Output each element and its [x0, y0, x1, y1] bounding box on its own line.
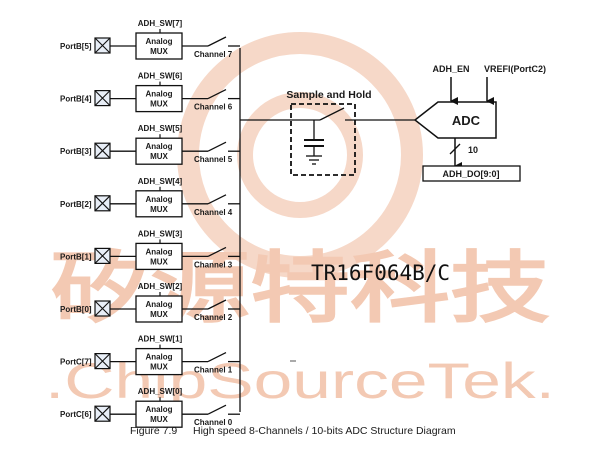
channel-switch-blade	[207, 36, 227, 47]
mux-label-line1: Analog	[145, 142, 172, 151]
mux-label-line1: Analog	[145, 37, 172, 46]
port-label: PortB[2]	[60, 200, 92, 209]
part-number: TR16F064B/C	[311, 261, 450, 285]
channel-label: Channel 7	[194, 50, 233, 59]
channel-label: Channel 4	[194, 208, 233, 217]
analog-mux-box	[135, 84, 183, 113]
analog-mux-box	[135, 242, 183, 271]
adh-sw-label: ADH_SW[0]	[138, 387, 183, 396]
port-label: PortB[0]	[60, 305, 92, 314]
adh-do-output-box	[422, 165, 521, 182]
pin-pad-cross	[94, 37, 111, 54]
mux-label-line1: Analog	[145, 353, 172, 362]
mux-label-line2: MUX	[150, 205, 168, 214]
watermark-logo-inner	[237, 92, 363, 218]
channel-switch-blade	[207, 352, 227, 363]
watermark-chinese-text: 矽源特科技	[50, 244, 550, 334]
channel-label: Channel 5	[194, 155, 233, 164]
mux-label-line2: MUX	[150, 363, 168, 372]
channel-switch-blade	[207, 141, 227, 152]
channel-switch-blade	[207, 299, 227, 310]
analog-mux-box	[135, 400, 183, 428]
adh-sw-label: ADH_SW[4]	[138, 177, 183, 186]
mux-label-line1: Analog	[145, 405, 172, 414]
adh-sw-label: ADH_SW[6]	[138, 72, 183, 81]
analog-mux-box	[135, 190, 183, 218]
sample-hold-dashed-box	[290, 103, 356, 176]
channel-label: Channel 2	[194, 313, 233, 322]
channel-label: Channel 1	[194, 366, 233, 375]
mux-label-line2: MUX	[150, 100, 168, 109]
pin-pad-cross	[94, 142, 111, 159]
vrefi-label: VREFI(PortC2)	[484, 64, 546, 74]
sample-hold-label: Sample and Hold	[286, 89, 371, 101]
adh-do-label: ADH_DO[9:0]	[442, 169, 499, 179]
channel-label: Channel 3	[194, 260, 233, 269]
watermark: 矽源特科技 .ChipSourceTek.	[45, 32, 555, 409]
pin-pad-cross	[94, 405, 111, 422]
mux-label-line2: MUX	[150, 152, 168, 161]
adc-label: ADC	[452, 113, 481, 128]
mux-label-line2: MUX	[150, 257, 168, 266]
mux-label-line1: Analog	[145, 195, 172, 204]
channel-switch-blade	[207, 194, 227, 205]
channel-switch-blade	[207, 246, 227, 257]
channel-switch-blade	[207, 404, 227, 415]
pin-pad-cross	[94, 353, 111, 369]
figure-caption-title: High speed 8-Channels / 10-bits ADC Stru…	[193, 425, 456, 437]
channel-label: Channel 0	[194, 418, 233, 427]
mux-label-line1: Analog	[145, 90, 172, 99]
mux-label-line2: MUX	[150, 310, 168, 319]
pin-pad-cross	[94, 195, 111, 212]
mux-label-line1: Analog	[145, 247, 172, 256]
pin-pad-cross	[94, 90, 111, 106]
bus-slash	[449, 143, 461, 155]
channel-switch-blade	[207, 89, 227, 100]
adh-en-label: ADH_EN	[432, 64, 469, 74]
adc-block: ADC ADH_EN VREFI(PortC2) 10 ADH_DO[9:0]	[413, 64, 546, 182]
analog-mux-box	[135, 295, 183, 323]
watermark-english-text: .ChipSourceTek.	[45, 353, 555, 409]
sample-hold-switch-blade	[319, 107, 345, 121]
sample-hold-block: Sample and Hold	[286, 89, 415, 176]
port-label: PortB[4]	[60, 95, 92, 104]
adh-sw-label: ADH_SW[1]	[138, 335, 183, 344]
adh-sw-label: ADH_SW[5]	[138, 124, 183, 133]
port-label: PortC[6]	[60, 410, 92, 419]
adh-sw-label: ADH_SW[3]	[138, 229, 183, 238]
analog-mux-box	[135, 137, 183, 165]
port-label: PortB[1]	[60, 252, 92, 261]
port-label: PortB[5]	[60, 42, 92, 51]
mux-label-line2: MUX	[150, 415, 168, 424]
analog-mux-box	[135, 32, 183, 60]
mux-label-line2: MUX	[150, 47, 168, 56]
pin-pad-cross	[94, 300, 111, 317]
adh-sw-label: ADH_SW[2]	[138, 282, 183, 291]
pin-pad-cross	[94, 248, 111, 264]
mux-label-line1: Analog	[145, 300, 172, 309]
adh-sw-label: ADH_SW[7]	[138, 19, 183, 28]
channel-label: Channel 6	[194, 103, 233, 112]
port-label: PortC[7]	[60, 358, 92, 367]
watermark-logo-ring	[177, 32, 423, 278]
adc-converter-shape	[413, 101, 497, 139]
port-label: PortB[3]	[60, 147, 92, 156]
figure-caption-number: Figure 7.9	[130, 425, 177, 437]
bus-width-label: 10	[468, 145, 478, 155]
